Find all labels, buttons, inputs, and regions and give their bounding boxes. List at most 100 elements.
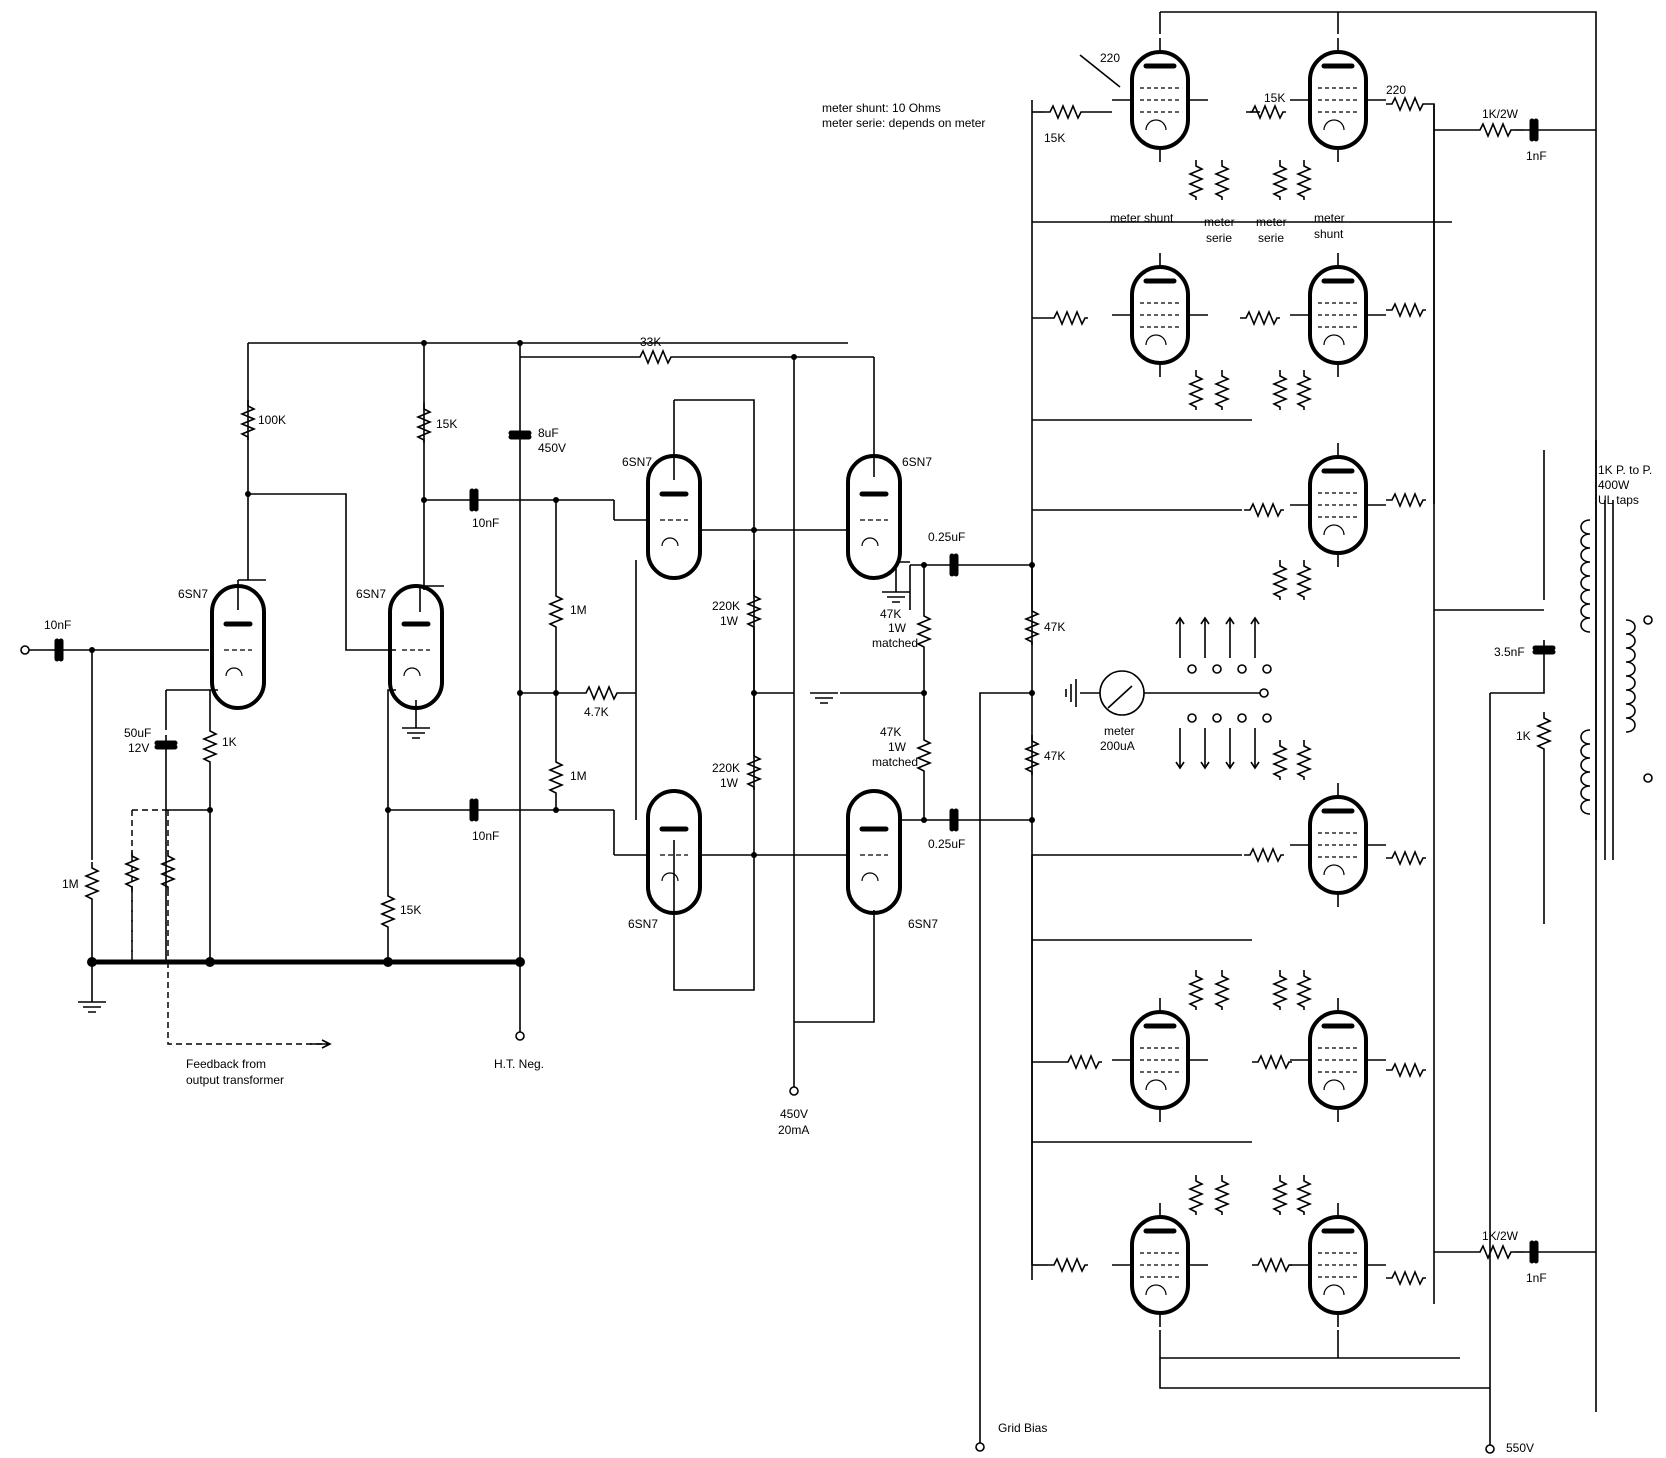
input-capacitor: [49, 641, 69, 659]
meter-switch-contacts-top: [1175, 616, 1272, 674]
plate-resistor-220k-b-watt: 1W: [720, 776, 739, 790]
decoupling-cap: [511, 425, 529, 445]
b450-label: 450V: [780, 1107, 808, 1121]
driver-coupling-cap-b: [944, 811, 964, 829]
driver-load-47k-b-matched: matched: [872, 755, 918, 769]
coupling-cap-2-label: 10nF: [472, 829, 499, 843]
meter-label: meter: [1104, 724, 1135, 738]
tube-v6-label: 6SN7: [908, 917, 938, 931]
input-grid-resistor: [85, 861, 99, 903]
driver-load-47k-b-label: 47K: [880, 725, 901, 739]
feedback-resistor-33k: [633, 350, 675, 364]
driver-coupling-cap-b-label: 0.25uF: [928, 837, 965, 851]
bias-resistor-4k7-label: 4.7K: [584, 705, 609, 719]
cathode-bypass-cap: [157, 735, 175, 755]
coupling-cap-1: [464, 491, 484, 509]
feedback-label-1: Feedback from: [186, 1057, 266, 1071]
cathode-bypass-voltage: 12V: [128, 741, 149, 755]
grid-bias-network: 47K 47K Grid Bias: [975, 100, 1065, 1452]
screen-resistor-15k-a-label: 15K: [1044, 131, 1065, 145]
cathode-resistor: [203, 724, 217, 766]
meter-switch-contacts-bottom: [1175, 713, 1272, 770]
plate-resistor-v1-label: 100K: [258, 413, 286, 427]
b450-terminal[interactable]: [789, 1086, 799, 1096]
meter-serie-a-label-2: serie: [1206, 231, 1232, 245]
screen-resistor-15k-b-label: 15K: [1264, 91, 1285, 105]
meter-ground: [1065, 678, 1077, 708]
b550-terminal[interactable]: [1485, 1444, 1495, 1454]
meter-shunt-b-label-1: meter: [1314, 211, 1345, 225]
meter-gauge: [1099, 670, 1145, 716]
transformer-label-2: 400W: [1598, 478, 1630, 492]
grid-bias-label: Grid Bias: [998, 1421, 1047, 1435]
zobel-cap-label: 3.5nF: [1494, 645, 1525, 659]
ht-neg-terminal[interactable]: [515, 1031, 525, 1041]
output-tube-8: [1290, 998, 1386, 1122]
feedback-label-2: output transformer: [186, 1073, 284, 1087]
driver-coupling-cap-a-label: 0.25uF: [928, 530, 965, 544]
output-tube-7: [1112, 998, 1208, 1122]
tube-v4-label: 6SN7: [628, 917, 658, 931]
driver-load-47k-a: [917, 609, 931, 651]
tube-v2: [390, 586, 442, 708]
meter-serie-b-label-2: serie: [1258, 231, 1284, 245]
snubber-resistor-bottom-label: 1K/2W: [1482, 1229, 1519, 1243]
cathode-resistor-label: 1K: [222, 735, 237, 749]
grid-split-47k-b-label: 47K: [1044, 749, 1065, 763]
grid-stopper-220-b-label: 220: [1386, 83, 1406, 97]
input-cap-label: 10nF: [44, 618, 71, 632]
bias-resistor-4k7: [579, 686, 621, 700]
cathode-resistor-v2: [381, 889, 395, 931]
decoupling-cap-label: 8uF: [538, 426, 559, 440]
grid-resistor-1-label: 1M: [570, 603, 587, 617]
meter-circuit: meter 200uA: [1065, 616, 1272, 770]
tube-v5-label: 6SN7: [902, 455, 932, 469]
speaker-terminal-top[interactable]: [1643, 615, 1653, 625]
ground-symbol: [77, 1001, 107, 1013]
b550-label: 550V: [1506, 1441, 1534, 1455]
plate-resistor-v2-label: 15K: [436, 417, 457, 431]
driver-load-47k-a-watt: 1W: [888, 621, 907, 635]
output-tube-3: [1112, 253, 1208, 377]
meter-shunt-b-label-2: shunt: [1314, 227, 1344, 241]
plate-resistor-220k-b-label: 220K: [712, 761, 740, 775]
grid-resistor-2-label: 1M: [570, 769, 587, 783]
input-terminal[interactable]: [20, 645, 30, 655]
grid-bias-terminal[interactable]: [975, 1442, 985, 1452]
cathode-bypass-label: 50uF: [124, 726, 151, 740]
feedback-resistor-33k-label: 33K: [640, 335, 661, 349]
coupling-cap-1-label: 10nF: [472, 516, 499, 530]
output-tube-4: [1290, 253, 1386, 377]
feedback-resistor-b: [161, 849, 175, 891]
zobel-resistor-1k: [1537, 711, 1551, 753]
output-tube-5: [1290, 443, 1386, 567]
coupling-cap-2: [464, 801, 484, 819]
tube-v6: [848, 791, 900, 913]
meter-selector-switch[interactable]: [1259, 688, 1269, 698]
transformer-label-1: 1K P. to P.: [1598, 463, 1652, 477]
grid-stopper-220-a-label: 220: [1100, 51, 1120, 65]
phase-splitter: 33K 1M 1M 4.7K 6SN7 6SN7 220K 1W 220K 1W: [517, 335, 875, 1137]
screen-resistor-15k-a: [1043, 105, 1085, 119]
driver-stage: 6SN7 47K 1W matched 0.25uF 47K 1W matche…: [754, 357, 1032, 931]
ht-neg-label: H.T. Neg.: [494, 1057, 544, 1071]
meter-shunt-a-label: meter shunt: [1110, 211, 1174, 225]
grid-stopper-220-b: [1385, 97, 1427, 111]
speaker-terminal-bottom[interactable]: [1643, 773, 1653, 783]
snubber-cap-bottom-label: 1nF: [1526, 1271, 1547, 1285]
input-stage: 10nF 1M 6SN7 50uF 12V 1K 100K 6SN7 15K: [20, 340, 848, 1087]
driver-load-47k-b: [917, 733, 931, 775]
snubber-resistor-top: [1473, 123, 1515, 137]
output-tube-2: [1290, 38, 1386, 162]
input-grid-resistor-label: 1M: [62, 877, 79, 891]
snubber-cap-bottom: [1524, 1243, 1544, 1261]
cathode-resistor-v2-label: 15K: [400, 903, 421, 917]
zobel-resistor-label: 1K: [1516, 729, 1531, 743]
driver-load-47k-b-watt: 1W: [888, 740, 907, 754]
screen-resistor-15k-b: [1245, 105, 1287, 119]
b450-current: 20mA: [778, 1123, 809, 1137]
grid-split-47k-a-label: 47K: [1044, 620, 1065, 634]
output-stage: meter shunt: 10 Ohms meter serie: depend…: [822, 11, 1653, 1455]
plate-resistor-220k-a-label: 220K: [712, 599, 740, 613]
